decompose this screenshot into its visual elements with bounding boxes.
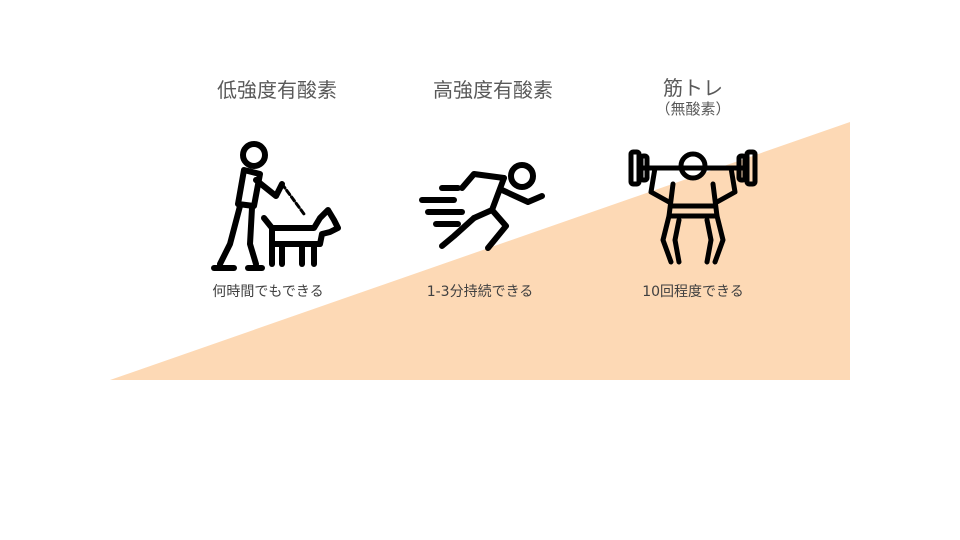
column-caption-strength: 10回程度できる xyxy=(642,284,744,300)
column-title-strength: 筋トレ xyxy=(663,76,723,100)
person-sprinting-icon xyxy=(418,160,548,252)
person-lifting-barbell-icon xyxy=(627,144,759,268)
column-title-low-intensity: 低強度有酸素 xyxy=(217,78,337,102)
column-title-high-intensity: 高強度有酸素 xyxy=(433,78,553,102)
person-walking-dog-icon xyxy=(210,140,345,272)
column-caption-low-intensity: 何時間でもできる xyxy=(212,284,324,300)
intensity-wedge-shape xyxy=(110,122,850,380)
column-caption-high-intensity: 1-3分持続できる xyxy=(426,284,534,300)
column-subtitle-strength: （無酸素） xyxy=(655,100,731,118)
